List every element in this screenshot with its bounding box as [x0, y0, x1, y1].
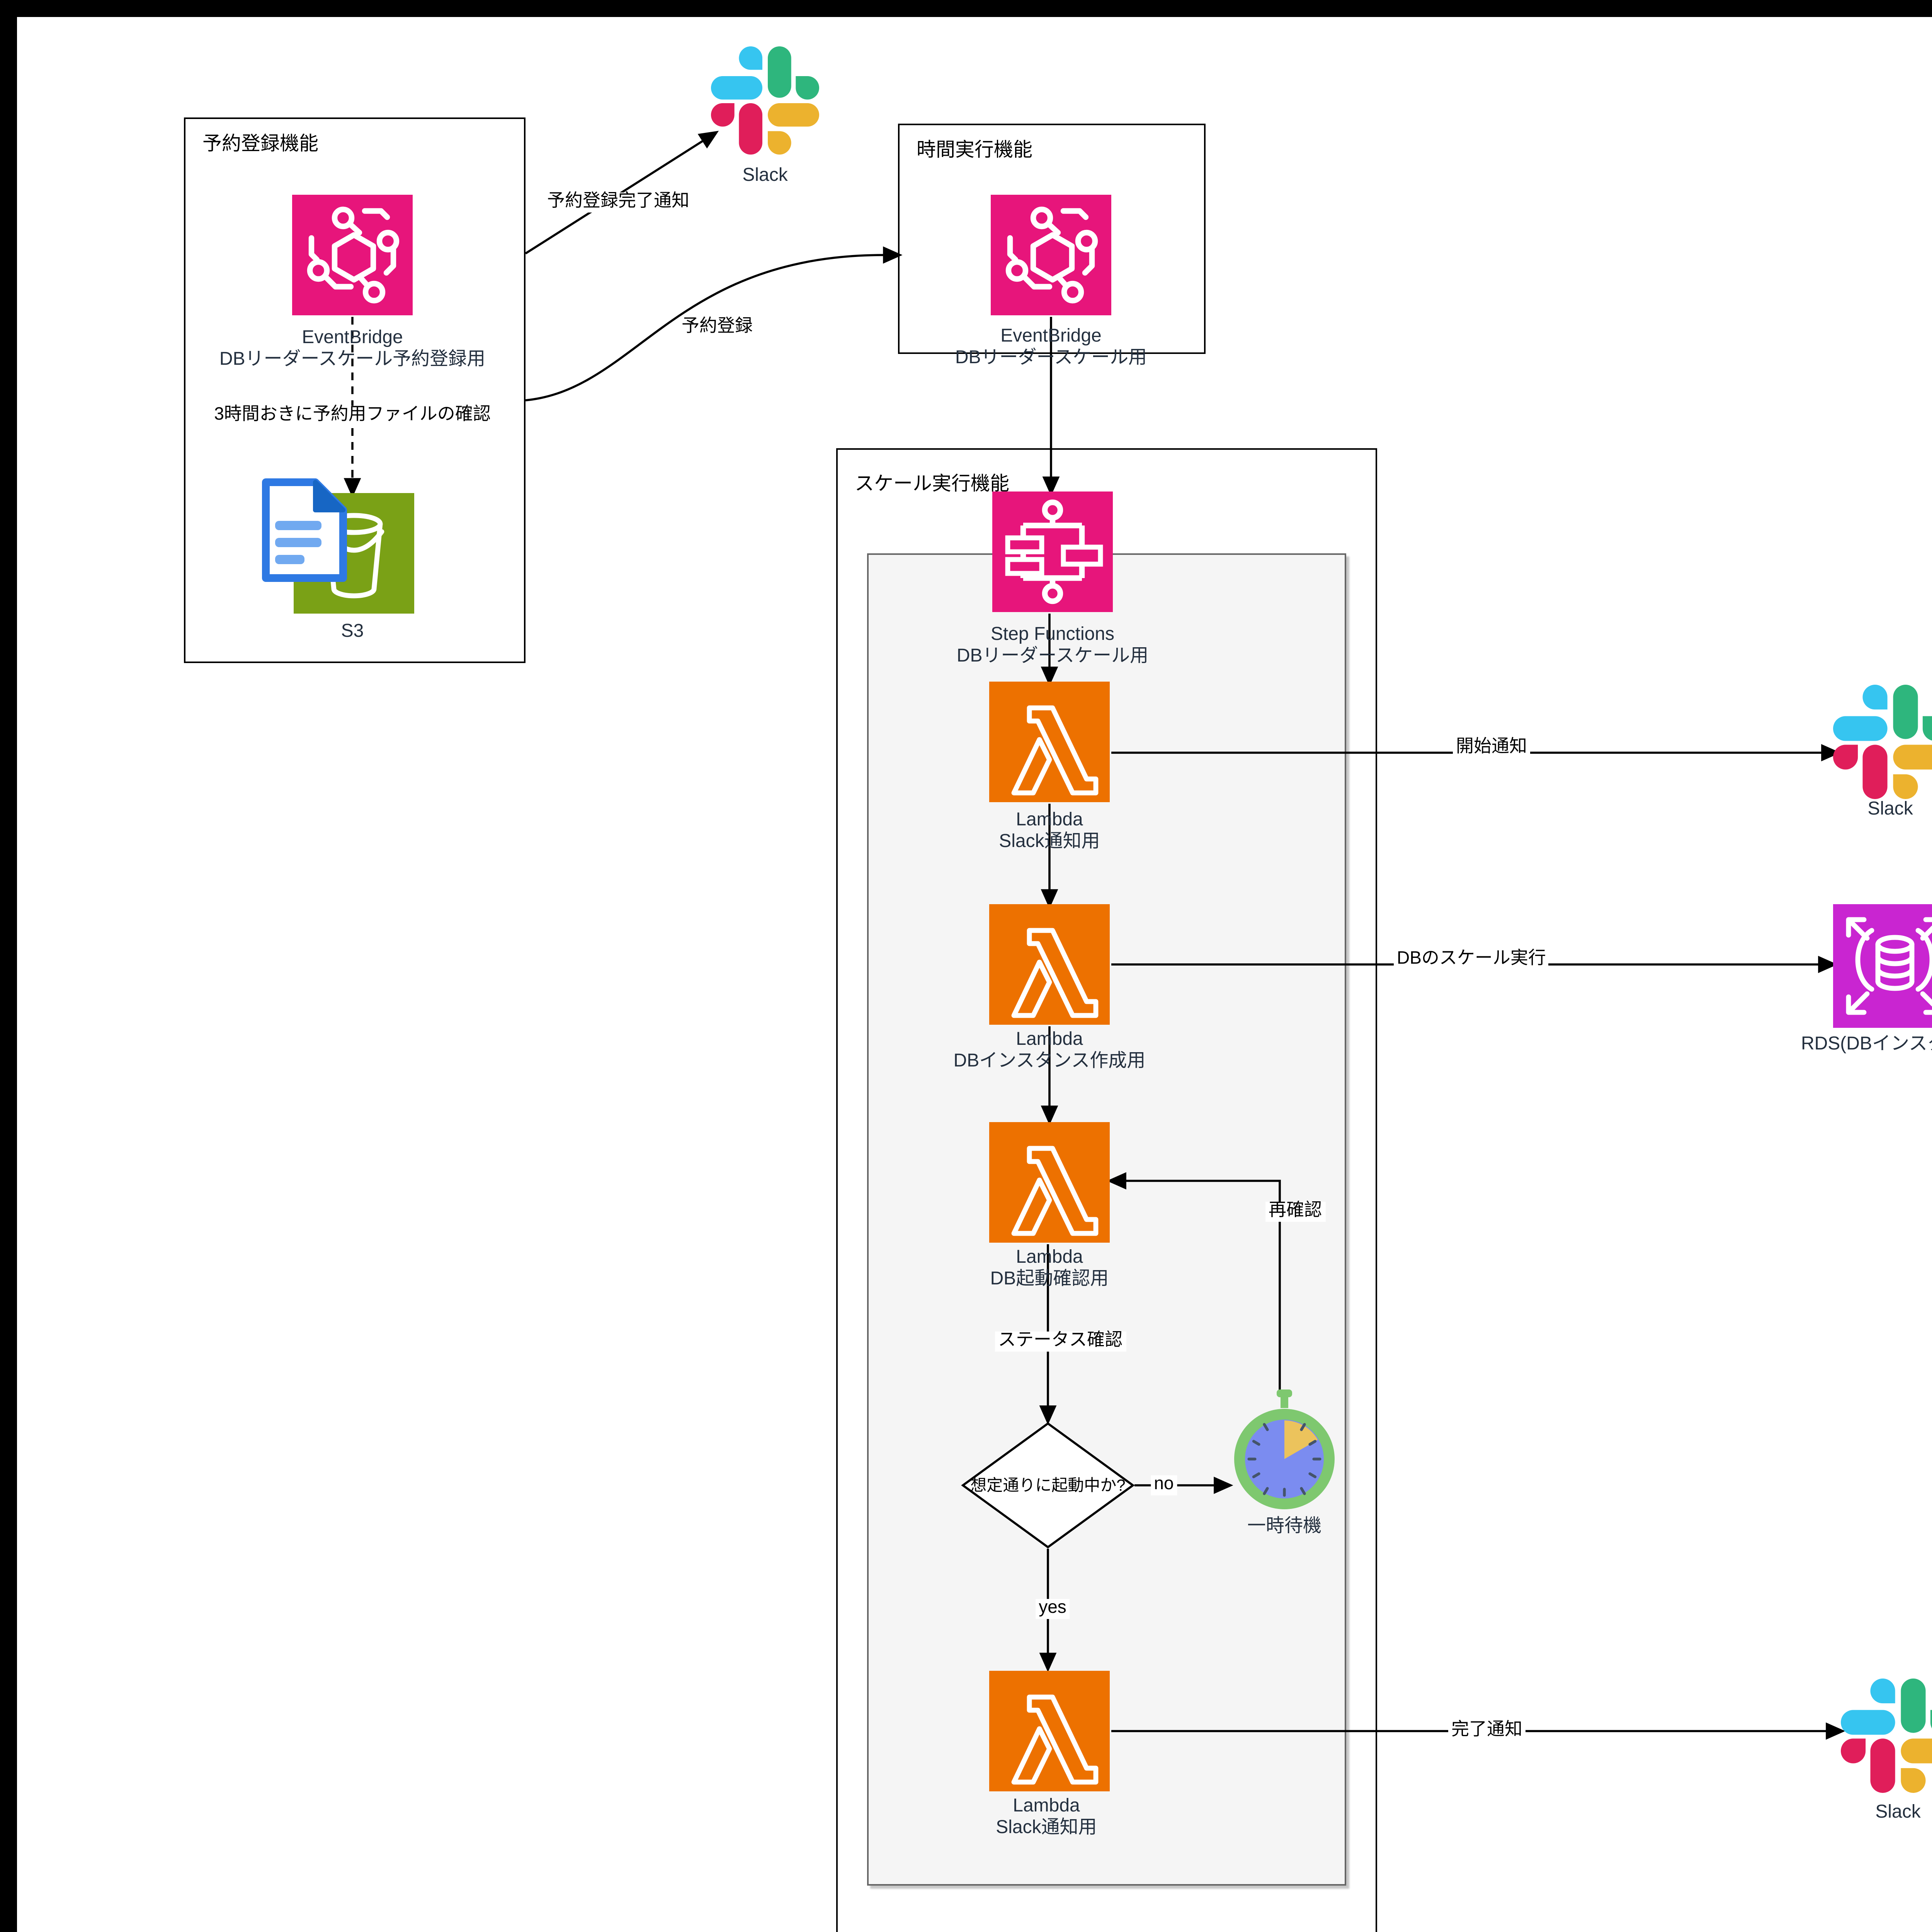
- lambda-notify-start-icon: [989, 682, 1110, 810]
- group-reservation-title: 予約登録機能: [202, 133, 319, 155]
- timer-label: 一時待機: [1247, 1515, 1321, 1536]
- lambda-create-db-label: Lambda DBインスタンス作成用: [953, 1028, 1146, 1070]
- slack-done-label: Slack: [1875, 1801, 1921, 1822]
- edge-label-no: no: [1151, 1475, 1177, 1495]
- document-icon: [260, 476, 349, 592]
- group-scale-exec-title: スケール実行機能: [855, 473, 1010, 495]
- edge-label-yes: yes: [1036, 1599, 1070, 1619]
- lambda-notify-done-label: Lambda Slack通知用: [996, 1794, 1097, 1837]
- timer-icon: [1230, 1389, 1338, 1518]
- eventbridge-reservation-label: EventBridge DBリーダースケール予約登録用: [219, 326, 486, 369]
- edge-recheck-loop: [1107, 1172, 1281, 1394]
- lambda-create-db-icon: [989, 904, 1110, 1032]
- group-time-exec-title: 時間実行機能: [917, 139, 1033, 161]
- step-functions-label: Step Functions DBリーダースケール用: [956, 623, 1149, 665]
- s3-label: S3: [341, 620, 364, 641]
- edge-label-status-check: ステータス確認: [995, 1332, 1126, 1352]
- slack-top-label: Slack: [742, 164, 788, 185]
- rds-label: RDS(DBインスタンス): [1801, 1032, 1932, 1054]
- edge-label-db-scale-exec: DBのスケール実行: [1394, 950, 1549, 970]
- eventbridge-scale-label: EventBridge DBリーダースケール用: [955, 325, 1147, 367]
- edge-label-reservation-complete: 予約登録完了通知: [544, 192, 692, 213]
- decision-diamond: [961, 1422, 1135, 1549]
- slack-top-icon: [711, 46, 819, 162]
- slack-start-label: Slack: [1867, 798, 1913, 819]
- edge-reservation-curve: [525, 246, 903, 401]
- lambda-notify-start-label: Lambda Slack通知用: [999, 808, 1100, 851]
- edge-label-done-notice: 完了通知: [1448, 1721, 1526, 1741]
- lambda-check-db-icon: [989, 1122, 1110, 1250]
- rds-icon: [1833, 904, 1932, 1036]
- lambda-check-db-label: Lambda DB起動確認用: [990, 1246, 1109, 1288]
- eventbridge-scale-icon: [991, 195, 1111, 323]
- edge-label-reservation: 予約登録: [679, 318, 756, 338]
- decision-label: 想定通りに起動中か?: [970, 1477, 1126, 1495]
- edge-label-recheck: 再確認: [1265, 1202, 1325, 1222]
- lambda-notify-done-icon: [989, 1671, 1110, 1799]
- eventbridge-reservation-icon: [292, 195, 413, 323]
- step-functions-icon: [992, 492, 1113, 620]
- slack-done-icon: [1841, 1679, 1932, 1801]
- slack-start-icon: [1833, 685, 1932, 807]
- edge-label-check-file: 3時間おきに予約用ファイルの確認: [211, 406, 494, 426]
- edge-label-start-notice: 開始通知: [1453, 738, 1530, 758]
